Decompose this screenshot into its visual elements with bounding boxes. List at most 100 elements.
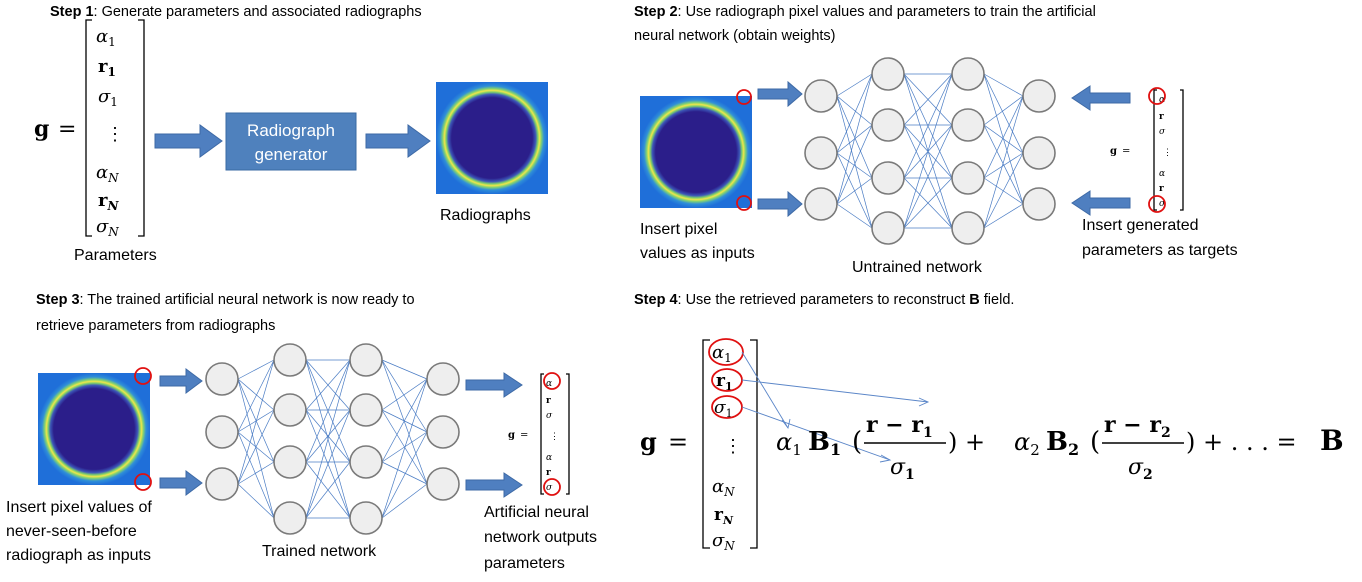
trained-network-connection [237, 409, 275, 485]
eq-B2: B2 [1046, 427, 1079, 459]
untrained-network-connection [903, 73, 953, 126]
trained-network-node-l1-n1 [205, 362, 239, 396]
param-marker-bottom-step2 [1148, 195, 1166, 213]
untrained-network-connection [983, 73, 1024, 154]
step4-vector: g = α1 r1 σ1 ⋮ αN rN σN [640, 339, 758, 553]
step1-text: : Generate parameters and associated rad… [94, 4, 422, 20]
eq-den2: σ2 [1128, 455, 1153, 483]
eq-lparen1: ( [852, 427, 862, 457]
untrained-network-node-l3-n2 [951, 108, 985, 142]
eq-num1: r − r1 [866, 412, 933, 441]
trained-network-connection [237, 359, 275, 433]
step4-label: Step 4 [634, 292, 678, 308]
step4-entry-vdots: ⋮ [724, 436, 742, 457]
step4-caption: Step 4: Use the retrieved parameters to … [634, 292, 1014, 308]
step3-label: Step 3 [36, 292, 80, 308]
trained-network-node-l1-n2 [205, 415, 239, 449]
untrained-network-connection [836, 152, 873, 179]
svg-text:α: α [1159, 95, 1165, 105]
svg-text:α: α [1159, 169, 1165, 179]
trained-network-connection [237, 378, 275, 411]
svg-text:σ: σ [546, 483, 553, 493]
vector-entry-alphaN: αN [96, 162, 119, 185]
untrained-network-connection [983, 124, 1024, 154]
trained-network-node-l3-n3 [349, 445, 383, 479]
svg-text:σ: σ [1159, 127, 1166, 137]
untrained-network-node-l3-n4 [951, 211, 985, 245]
untrained-network-connection [836, 177, 873, 205]
param-marker-top-step2 [1148, 87, 1166, 105]
outputs-line1: Artificial neural [484, 504, 589, 521]
eq-num2: r − r2 [1104, 412, 1171, 441]
parameters-label: Parameters [74, 247, 157, 264]
radiograph-generator-box [225, 112, 357, 171]
arrow-to-generator [154, 124, 223, 158]
radiograph-image-step2 [640, 96, 752, 208]
vector-entry-sigma1: σ1 [98, 86, 118, 109]
step4-entry-alphaN: αN [712, 476, 735, 499]
untrained-network-connection [903, 73, 953, 179]
step3-text-line1: : The trained artificial neural network … [80, 292, 415, 308]
trained-network-connection [305, 409, 351, 463]
insert-pixel-line1: Insert pixel [640, 221, 717, 238]
untrained-network-connection [836, 95, 873, 229]
target-arrow-bottom-step2 [1071, 190, 1131, 216]
step2-caption-line1: Step 2: Use radiograph pixel values and … [634, 4, 1096, 20]
trained-network-connection [381, 359, 428, 485]
trained-network-connection [305, 461, 351, 519]
trained-network-connection [237, 461, 275, 485]
untrained-network-connection [836, 203, 873, 229]
step3-caption-line2: retrieve parameters from radiographs [36, 318, 275, 334]
svg-text:⋮: ⋮ [550, 432, 559, 442]
vector-entry-sigmaN: σN [96, 216, 119, 239]
untrained-network-connection [983, 124, 1024, 205]
generator-label-line1: Radiograph [247, 121, 335, 140]
trained-network-connection [381, 359, 428, 380]
untrained-network-connection [903, 73, 953, 229]
step4-entry-rN: rN [714, 505, 734, 527]
input-arrow-bottom-step3 [159, 470, 203, 496]
untrained-network-connection [983, 152, 1024, 229]
eq-alpha2: α2 [1014, 428, 1040, 459]
svg-text:g: g [1110, 146, 1117, 157]
radiographs-label: Radiographs [440, 207, 531, 224]
trained-network-connection [237, 483, 275, 519]
untrained-network-connection [983, 203, 1024, 229]
untrained-network-node-l1-n3 [804, 187, 838, 221]
step4-entry-alpha1: α1 [712, 342, 732, 365]
step4-text-a: : Use the retrieved parameters to recons… [678, 292, 970, 308]
trained-network-node-l2-n2 [273, 393, 307, 427]
insert-never-line1: Insert pixel values of [6, 499, 152, 516]
param-marker-top-step3 [543, 372, 561, 390]
trained-network-connection [381, 359, 428, 433]
trained-network-node-l2-n3 [273, 445, 307, 479]
outputs-line2: network outputs [484, 529, 597, 546]
radiograph-image-step1 [436, 82, 548, 194]
untrained-network-node-l4-n2 [1022, 136, 1056, 170]
vector-entry-vdots: ⋮ [106, 124, 124, 145]
svg-text:r: r [546, 468, 551, 478]
trained-network-connection [381, 431, 428, 463]
untrained-network-connection [983, 95, 1024, 126]
step2-label: Step 2 [634, 4, 678, 20]
insert-never-line3: radiograph as inputs [6, 547, 151, 564]
untrained-network-connection [836, 95, 873, 126]
untrained-network-node-l3-n1 [951, 57, 985, 91]
param-marker-bottom-step3 [543, 478, 561, 496]
untrained-network-node-l1-n1 [804, 79, 838, 113]
trained-network-connection [237, 359, 275, 380]
untrained-network-node-l2-n3 [871, 161, 905, 195]
trained-network-connection [237, 431, 275, 519]
svg-text:=: = [520, 430, 528, 441]
step4-equals: = [668, 428, 688, 456]
trained-network-connection [237, 378, 275, 519]
trained-network-connection [381, 483, 428, 519]
small-vector-step2: g = α r σ ⋮ α r σ [1110, 89, 1184, 211]
radiograph-image-step3 [38, 373, 150, 485]
untrained-network-node-l3-n3 [951, 161, 985, 195]
untrained-network-connection [903, 124, 953, 229]
step2-caption-line2: neural network (obtain weights) [634, 28, 836, 44]
trained-network-label: Trained network [262, 543, 377, 560]
